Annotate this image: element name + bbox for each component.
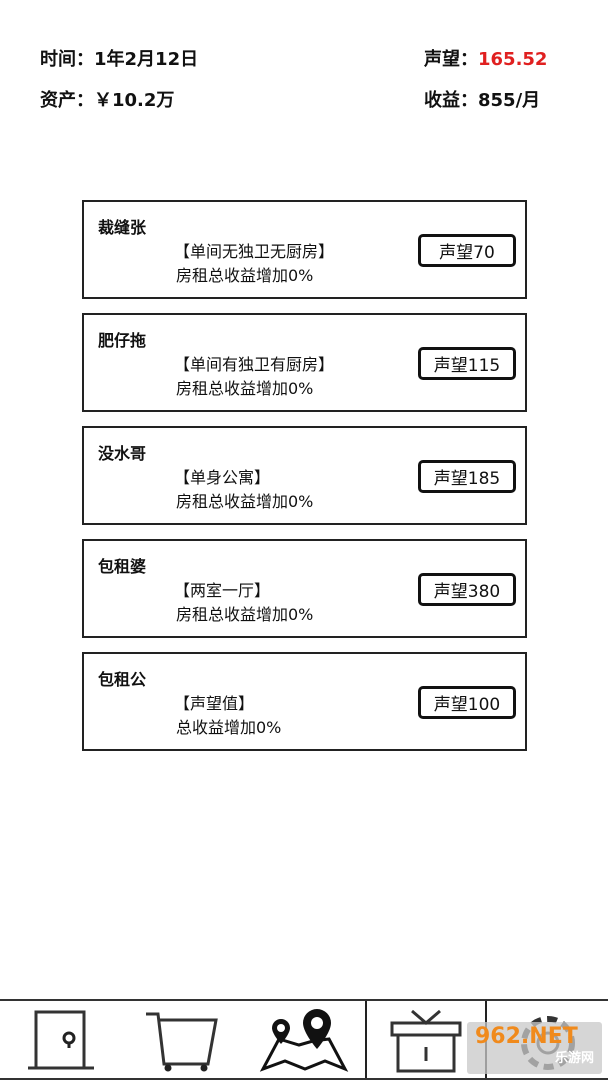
reputation-stat: 声望：165.52 (424, 45, 547, 71)
nav-gift-button[interactable] (365, 1001, 487, 1078)
unlock-button[interactable]: 声望185 (418, 460, 516, 493)
unlock-button[interactable]: 声望380 (418, 573, 516, 606)
tenant-card: 没水哥 【单身公寓】 房租总收益增加0% 声望185 (82, 426, 527, 525)
nav-map-button[interactable] (242, 1001, 365, 1078)
assets-label: 资产： (40, 90, 94, 111)
bonus-description: 房租总收益增加0% (176, 379, 314, 398)
income-stat: 收益：855/月 (424, 86, 540, 112)
tenant-card: 包租婆 【两室一厅】 房租总收益增加0% 声望380 (82, 539, 527, 638)
nav-door-button[interactable] (0, 1001, 121, 1078)
time-stat: 时间：1年2月12日 (40, 45, 198, 71)
room-type: 【单间无独卫无厨房】 (174, 242, 335, 261)
bonus-description: 房租总收益增加0% (176, 492, 314, 511)
unlock-button[interactable]: 声望70 (418, 234, 516, 267)
watermark-brand: 962.NET (475, 1024, 578, 1049)
tenant-card: 包租公 【声望值】 总收益增加0% 声望100 (82, 652, 527, 751)
reputation-value: 165.52 (478, 49, 548, 70)
income-value: 855/月 (478, 90, 541, 111)
room-type: 【单间有独卫有厨房】 (174, 355, 335, 374)
room-type: 【两室一厅】 (174, 581, 271, 600)
door-icon (27, 1010, 94, 1069)
reputation-label: 声望： (424, 49, 478, 70)
tenant-name: 包租公 (98, 670, 147, 689)
tenant-name: 包租婆 (98, 557, 147, 576)
cart-icon (145, 1012, 218, 1071)
time-label: 时间： (40, 49, 94, 70)
unlock-button[interactable]: 声望115 (418, 347, 516, 380)
tenant-card: 肥仔拖 【单间有独卫有厨房】 房租总收益增加0% 声望115 (82, 313, 527, 412)
bonus-description: 房租总收益增加0% (176, 266, 314, 285)
tenant-name: 裁缝张 (98, 218, 147, 237)
map-icon (259, 1008, 348, 1072)
income-label: 收益： (424, 90, 478, 111)
watermark-sub: 乐游网 (554, 1051, 594, 1066)
nav-shop-button[interactable] (121, 1001, 242, 1078)
tenant-card: 裁缝张 【单间无独卫无厨房】 房租总收益增加0% 声望70 (82, 200, 527, 299)
watermark-logo: 962.NET 乐游网 (467, 1022, 602, 1074)
assets-stat: 资产：￥10.2万 (40, 86, 174, 112)
bonus-description: 总收益增加0% (176, 718, 282, 737)
tenant-name: 肥仔拖 (98, 331, 147, 350)
tenant-name: 没水哥 (98, 444, 147, 463)
time-value: 1年2月12日 (94, 49, 199, 70)
room-type: 【单身公寓】 (174, 468, 271, 487)
assets-value: ￥10.2万 (94, 90, 175, 111)
unlock-button[interactable]: 声望100 (418, 686, 516, 719)
gift-icon (390, 1009, 462, 1072)
room-type: 【声望值】 (174, 694, 255, 713)
bonus-description: 房租总收益增加0% (176, 605, 314, 624)
